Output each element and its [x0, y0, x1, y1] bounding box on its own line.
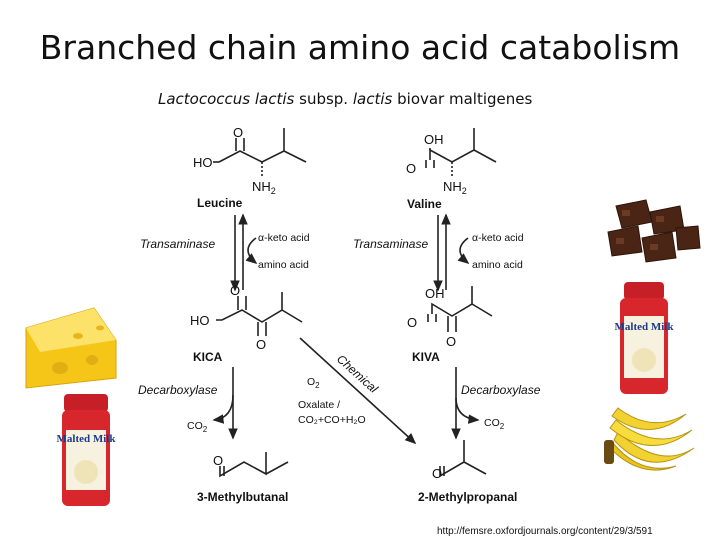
valine-label: Valine — [407, 197, 442, 211]
kica-o-top: O — [230, 283, 240, 298]
slide-title: Branched chain amino acid catabolism — [39, 28, 681, 67]
malted-milk-left-label: Malted Milk — [57, 433, 117, 445]
source-url[interactable]: http://femsre.oxfordjournals.org/content… — [437, 526, 653, 537]
valine-nh2: NH2 — [443, 179, 467, 196]
co2-right: CO2 — [484, 417, 505, 431]
leucine-o: O — [233, 125, 243, 140]
methylpropanal-o: O — [432, 466, 442, 481]
valine-o: O — [406, 161, 416, 176]
kiva-o-bottom: O — [446, 334, 456, 349]
leucine-label: Leucine — [197, 196, 243, 210]
kica-structure: O HO O KICA — [190, 283, 303, 364]
kica-o-bottom: O — [256, 337, 266, 352]
chemical-products: CO₂+CO+H₂O — [298, 414, 366, 426]
kica-label: KICA — [193, 350, 223, 364]
keto-acid-right: α-keto acid — [472, 232, 524, 244]
valine-oh: OH — [424, 132, 444, 147]
cheese-image — [25, 307, 117, 389]
organism-subtitle: Lactococcus lactis subsp. lactis biovar … — [158, 90, 532, 108]
decarboxylase-right-label: Decarboxylase — [461, 383, 541, 397]
leucine-nh2: NH2 — [252, 179, 276, 196]
biovar-text: biovar maltigenes — [397, 90, 533, 108]
transaminase-left-label: Transaminase — [140, 237, 215, 251]
banana-image — [604, 407, 695, 471]
chemical-label: Chemical — [334, 352, 381, 396]
kiva-oh: OH — [425, 286, 445, 301]
subspecies-name: lactis — [352, 90, 393, 108]
methylpropanal-label: 2-Methylpropanal — [418, 490, 517, 504]
kiva-structure: OH O O KIVA — [407, 286, 493, 364]
leucine-structure: O HO NH2 Leucine — [193, 125, 307, 210]
amino-acid-left: amino acid — [258, 259, 309, 271]
chocolate-image — [596, 198, 704, 266]
methylbutanal-label: 3-Methylbutanal — [197, 490, 288, 504]
methylbutanal-o: O — [213, 453, 223, 468]
transaminase-right-label: Transaminase — [353, 237, 428, 251]
genus-species: Lactococcus lactis — [158, 90, 295, 108]
kica-ho: HO — [190, 313, 210, 328]
valine-structure: OH O NH2 Valine — [406, 128, 497, 211]
o2-reagent: O2 — [307, 376, 320, 390]
malted-milk-jar-left: Malted Milk — [57, 394, 117, 506]
decarboxylase-left-label: Decarboxylase — [138, 383, 218, 397]
kiva-label: KIVA — [412, 350, 440, 364]
methylbutanal-structure: O 3-Methylbutanal — [197, 452, 289, 504]
decarboxylase-left: Decarboxylase CO2 — [138, 367, 238, 440]
oxalate-label: Oxalate / — [298, 399, 340, 411]
leucine-ho: HO — [193, 155, 213, 170]
kiva-o-left: O — [407, 315, 417, 330]
amino-acid-right: amino acid — [472, 259, 523, 271]
co2-left: CO2 — [187, 420, 208, 434]
transaminase-left: Transaminase α-keto acid amino acid — [140, 213, 310, 292]
malted-milk-right-label: Malted Milk — [615, 321, 675, 333]
decarboxylase-right: Decarboxylase CO2 — [451, 367, 541, 440]
transaminase-right: Transaminase α-keto acid amino acid — [353, 213, 524, 292]
chemical-pathway: Chemical O2 Oxalate / CO₂+CO+H₂O — [298, 337, 417, 445]
methylpropanal-structure: O 2-Methylpropanal — [418, 440, 517, 504]
malted-milk-jar-right: Malted Milk — [615, 282, 675, 394]
subsp-text: subsp. — [299, 90, 349, 108]
keto-acid-left: α-keto acid — [258, 232, 310, 244]
